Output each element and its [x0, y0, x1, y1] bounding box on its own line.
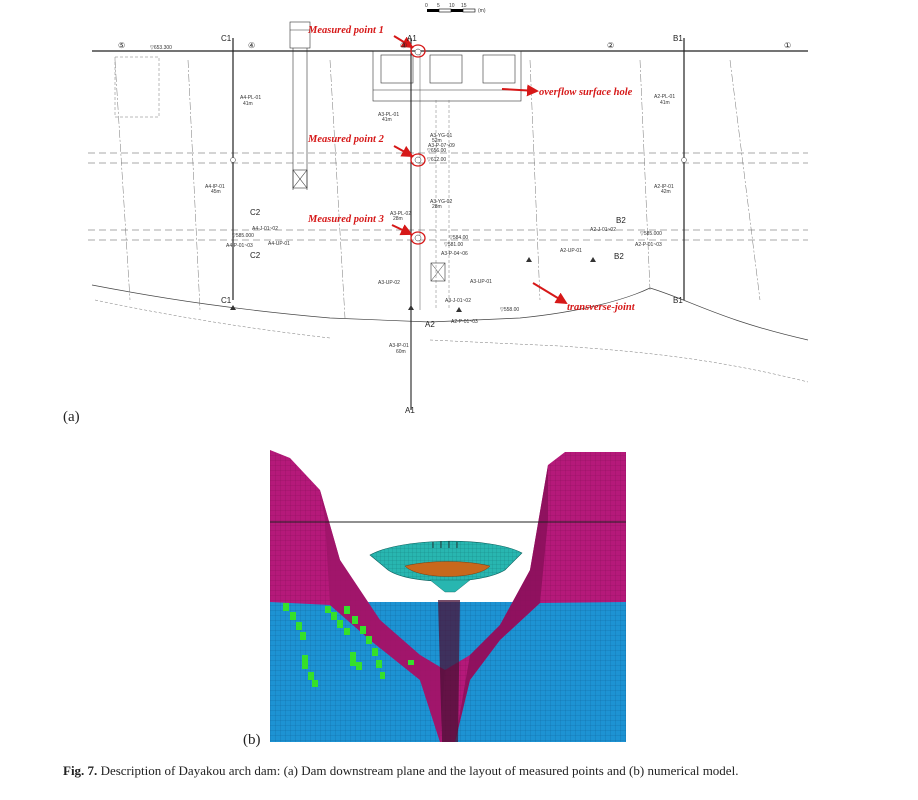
- instrument-label: A3-YG-01: [430, 133, 452, 139]
- instrument-label: A3-J-01~02: [445, 298, 471, 304]
- instrument-label: A3-PL-01: [378, 112, 399, 118]
- instrument-label: A2-J-01~02: [590, 227, 616, 233]
- instrument-label: A2-IP-01: [654, 184, 674, 190]
- scale-tick: 10: [449, 3, 455, 9]
- elevation-label: ▽656.00: [427, 148, 446, 154]
- section-c2: C2: [250, 208, 261, 217]
- elevation-label: ▽581.00: [444, 242, 463, 248]
- scale-tick: 15: [461, 3, 467, 9]
- instrument-label: 42m: [661, 189, 671, 195]
- section-c1-top: C1: [221, 34, 232, 43]
- axis-number: ③: [400, 41, 407, 50]
- scale-bar: 0 5 10 15 (m): [425, 3, 486, 14]
- instrument-label: 52m: [432, 138, 442, 144]
- instrument-label: 41m: [243, 101, 253, 107]
- panel-b-label: (b): [243, 732, 261, 748]
- scale-tick: 5: [437, 3, 440, 9]
- measured-point-3-label: Measured point 3: [307, 214, 384, 225]
- dam-body: [369, 540, 523, 582]
- transverse-joint-label: transverse-joint: [567, 302, 636, 313]
- dam-foundation-zone: [404, 561, 491, 577]
- instrument-label: A3-IP-01: [389, 343, 409, 349]
- instrument-label: 28m: [393, 216, 403, 222]
- axis-number: ②: [607, 41, 614, 50]
- instrument-label: A2-UP-01: [560, 248, 582, 254]
- instrument-label: 41m: [382, 117, 392, 123]
- instrument-label: A3-UP-01: [470, 279, 492, 285]
- section-b2b: B2: [614, 252, 624, 261]
- elevation-label: ▽558.00: [500, 307, 519, 313]
- section-b1-bottom: B1: [673, 296, 683, 305]
- instrument-label: A3-P-07~09: [428, 143, 455, 149]
- section-c2b: C2: [250, 251, 261, 260]
- instrument-label: A3-YG-02: [430, 199, 452, 205]
- axis-number: ④: [248, 41, 255, 50]
- section-a1-bottom: A1: [405, 406, 415, 415]
- section-a2: A2: [425, 320, 435, 329]
- instrument-label: A3-UP-02: [378, 280, 400, 286]
- axis-number: ⑤: [118, 41, 125, 50]
- instrument-label: A3-P-04~06: [441, 251, 468, 257]
- panel-a-drawing: 0 5 10 15 (m): [63, 3, 809, 425]
- instrument-label: 45m: [211, 189, 221, 195]
- elevation-label: ▽584.00: [449, 235, 468, 241]
- measured-point-1-label: Measured point 1: [307, 25, 384, 36]
- overflow-hole-label: overflow surface hole: [539, 87, 633, 98]
- caption-text: Description of Dayakou arch dam: (a) Dam…: [100, 763, 739, 778]
- elevation-label: ▽585.000: [640, 231, 662, 237]
- measured-point-2-label: Measured point 2: [307, 134, 385, 145]
- instrument-label: A2-P-01~03: [451, 319, 478, 325]
- section-b2: B2: [616, 216, 626, 225]
- section-b1-top: B1: [673, 34, 683, 43]
- instrument-label: 41m: [660, 100, 670, 106]
- section-a1-top: A1: [407, 34, 417, 43]
- instrument-label: A4-P-01~03: [226, 243, 253, 249]
- scale-unit: (m): [478, 8, 486, 14]
- scale-tick: 0: [425, 3, 428, 9]
- figure-caption: Fig. 7. Description of Dayakou arch dam:…: [63, 763, 883, 779]
- instrument-label: A4-UP-01: [268, 241, 290, 247]
- panel-a-label: (a): [63, 409, 80, 425]
- section-c1-bottom: C1: [221, 296, 232, 305]
- instrument-label: A2-PL-01: [654, 94, 675, 100]
- instrument-label: A3-PL-02: [390, 211, 411, 217]
- elevation-label: ▽612.00: [427, 157, 446, 163]
- elevation-label: ▽585.000: [232, 233, 254, 239]
- caption-prefix: Fig. 7.: [63, 763, 98, 778]
- instrument-label: A2-P-01~03: [635, 242, 662, 248]
- panel-b-model: (b): [243, 450, 626, 748]
- weak-zone-elements: [283, 603, 414, 687]
- instrument-label: A4-PL-01: [240, 95, 261, 101]
- instrument-label: A4-J-01~02: [252, 226, 278, 232]
- elevation-label: ▽653.300: [150, 45, 172, 51]
- axis-number: ①: [784, 41, 791, 50]
- instrument-label: 60m: [396, 349, 406, 355]
- instrument-label: 28m: [432, 204, 442, 210]
- instrument-label: A4-IP-01: [205, 184, 225, 190]
